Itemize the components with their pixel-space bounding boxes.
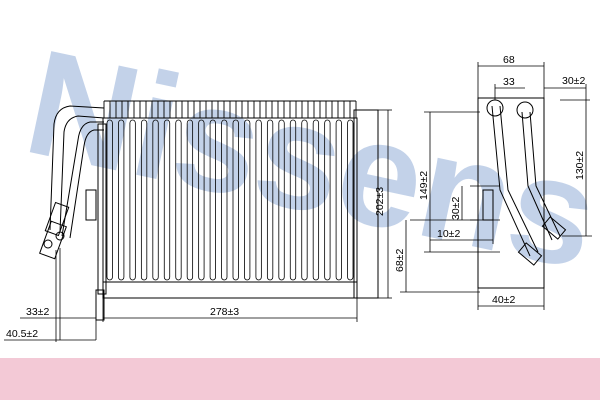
core-tube xyxy=(209,119,216,281)
pipe-port-2 xyxy=(55,231,65,241)
side-pipe-d xyxy=(529,111,561,237)
core-tube xyxy=(152,119,159,281)
side-port-right xyxy=(516,101,534,119)
core-tube xyxy=(140,119,148,281)
side-pipe-a xyxy=(491,105,531,257)
core-tube xyxy=(198,119,205,281)
core-tube xyxy=(266,119,274,281)
dimension-bottom-width: 40±2 xyxy=(492,294,515,306)
dimension-flange-height: 30±2 xyxy=(450,197,462,220)
core-tube xyxy=(175,119,182,281)
side-pipe-c xyxy=(521,111,553,241)
evaporator-side-view xyxy=(477,97,567,289)
side-pipe-b xyxy=(499,105,539,253)
core-tube xyxy=(163,119,171,281)
dimension-flange-offset: 10±2 xyxy=(437,228,460,240)
side-clip xyxy=(85,189,97,221)
pipe-fitting xyxy=(44,201,70,237)
core-tube xyxy=(301,119,308,281)
front-dimensions xyxy=(4,109,392,342)
dimension-pipe-spacing: 33 xyxy=(503,76,515,88)
core-tubes xyxy=(106,119,354,281)
core-tube xyxy=(221,119,228,281)
side-dimensions xyxy=(400,62,592,310)
core-tube xyxy=(232,119,239,281)
core-tube xyxy=(255,119,262,281)
bottom-tank xyxy=(102,281,358,299)
dimension-lower-height: 68±2 xyxy=(394,249,406,272)
bottom-band xyxy=(0,358,600,400)
core-tube xyxy=(186,119,194,281)
evaporator-front-view xyxy=(39,100,379,321)
pipe-connector xyxy=(39,220,67,260)
side-housing xyxy=(477,97,545,289)
dimension-right-height: 130±2 xyxy=(574,151,586,180)
dimension-pipe-offset-outer: 40.5±2 xyxy=(6,328,38,340)
core-tube xyxy=(106,119,113,281)
core-tube xyxy=(118,119,125,281)
dimension-left-height: 149±2 xyxy=(418,171,430,200)
core-tube xyxy=(129,119,136,281)
inlet-pipe-lower xyxy=(59,115,105,233)
fin-comb xyxy=(103,100,357,118)
dimension-height: 202±3 xyxy=(374,187,386,216)
dimension-top-offset: 30±2 xyxy=(562,75,585,87)
core-tube xyxy=(289,119,297,281)
side-fitting-lower xyxy=(517,242,543,266)
core-tube xyxy=(335,119,342,281)
end-tank-left xyxy=(97,123,107,295)
outlet-pipe-lower xyxy=(69,129,104,239)
core-tube xyxy=(278,119,285,281)
outlet-pipe-upper xyxy=(61,121,104,237)
pipe-port xyxy=(43,239,53,249)
core-tube xyxy=(324,119,331,281)
dimension-pipe-offset: 33±2 xyxy=(26,306,49,318)
dimension-length: 278±3 xyxy=(210,306,239,318)
core-tube xyxy=(244,119,251,281)
dimension-overall-width: 68 xyxy=(503,54,515,66)
inlet-pipe-upper xyxy=(49,105,105,231)
bottom-bracket xyxy=(95,289,105,321)
end-plate-right xyxy=(353,109,379,299)
core-tube xyxy=(312,119,320,281)
core-tube xyxy=(347,119,354,281)
side-fitting-upper xyxy=(541,216,567,240)
